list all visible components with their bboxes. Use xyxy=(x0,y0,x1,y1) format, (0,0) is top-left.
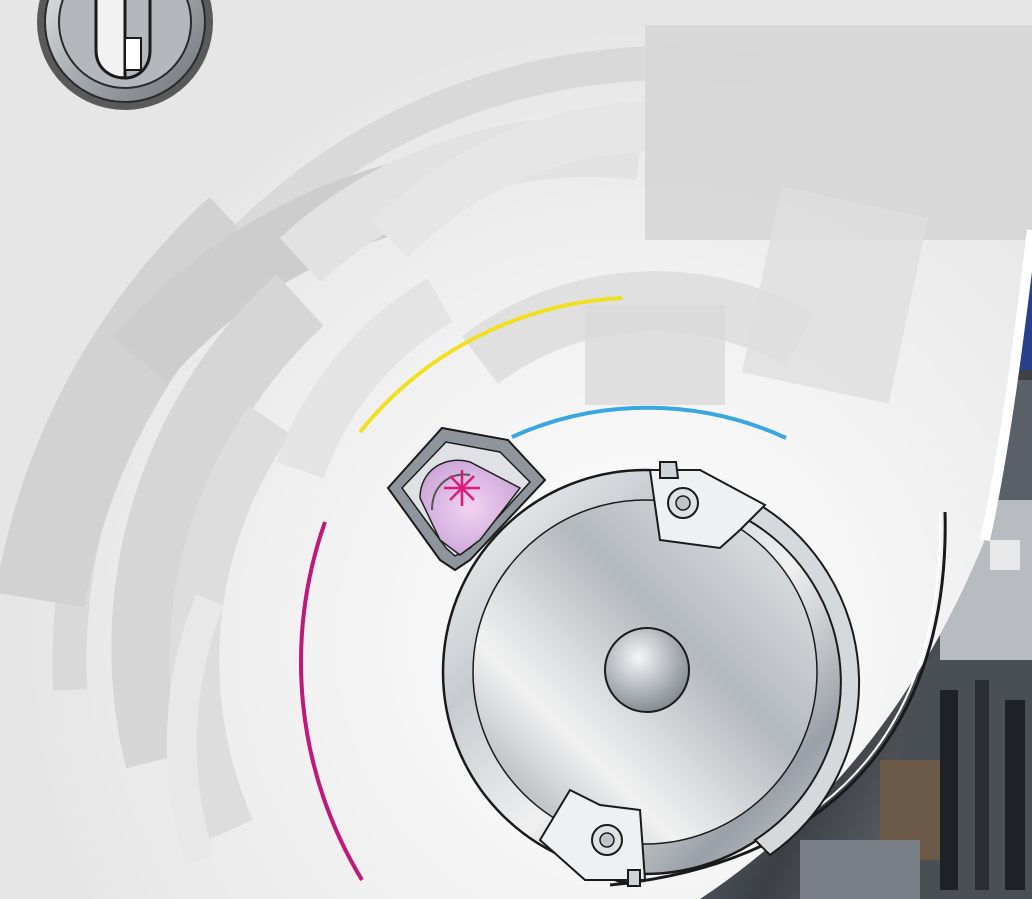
illustration xyxy=(0,0,1032,899)
page xyxy=(0,0,1032,899)
